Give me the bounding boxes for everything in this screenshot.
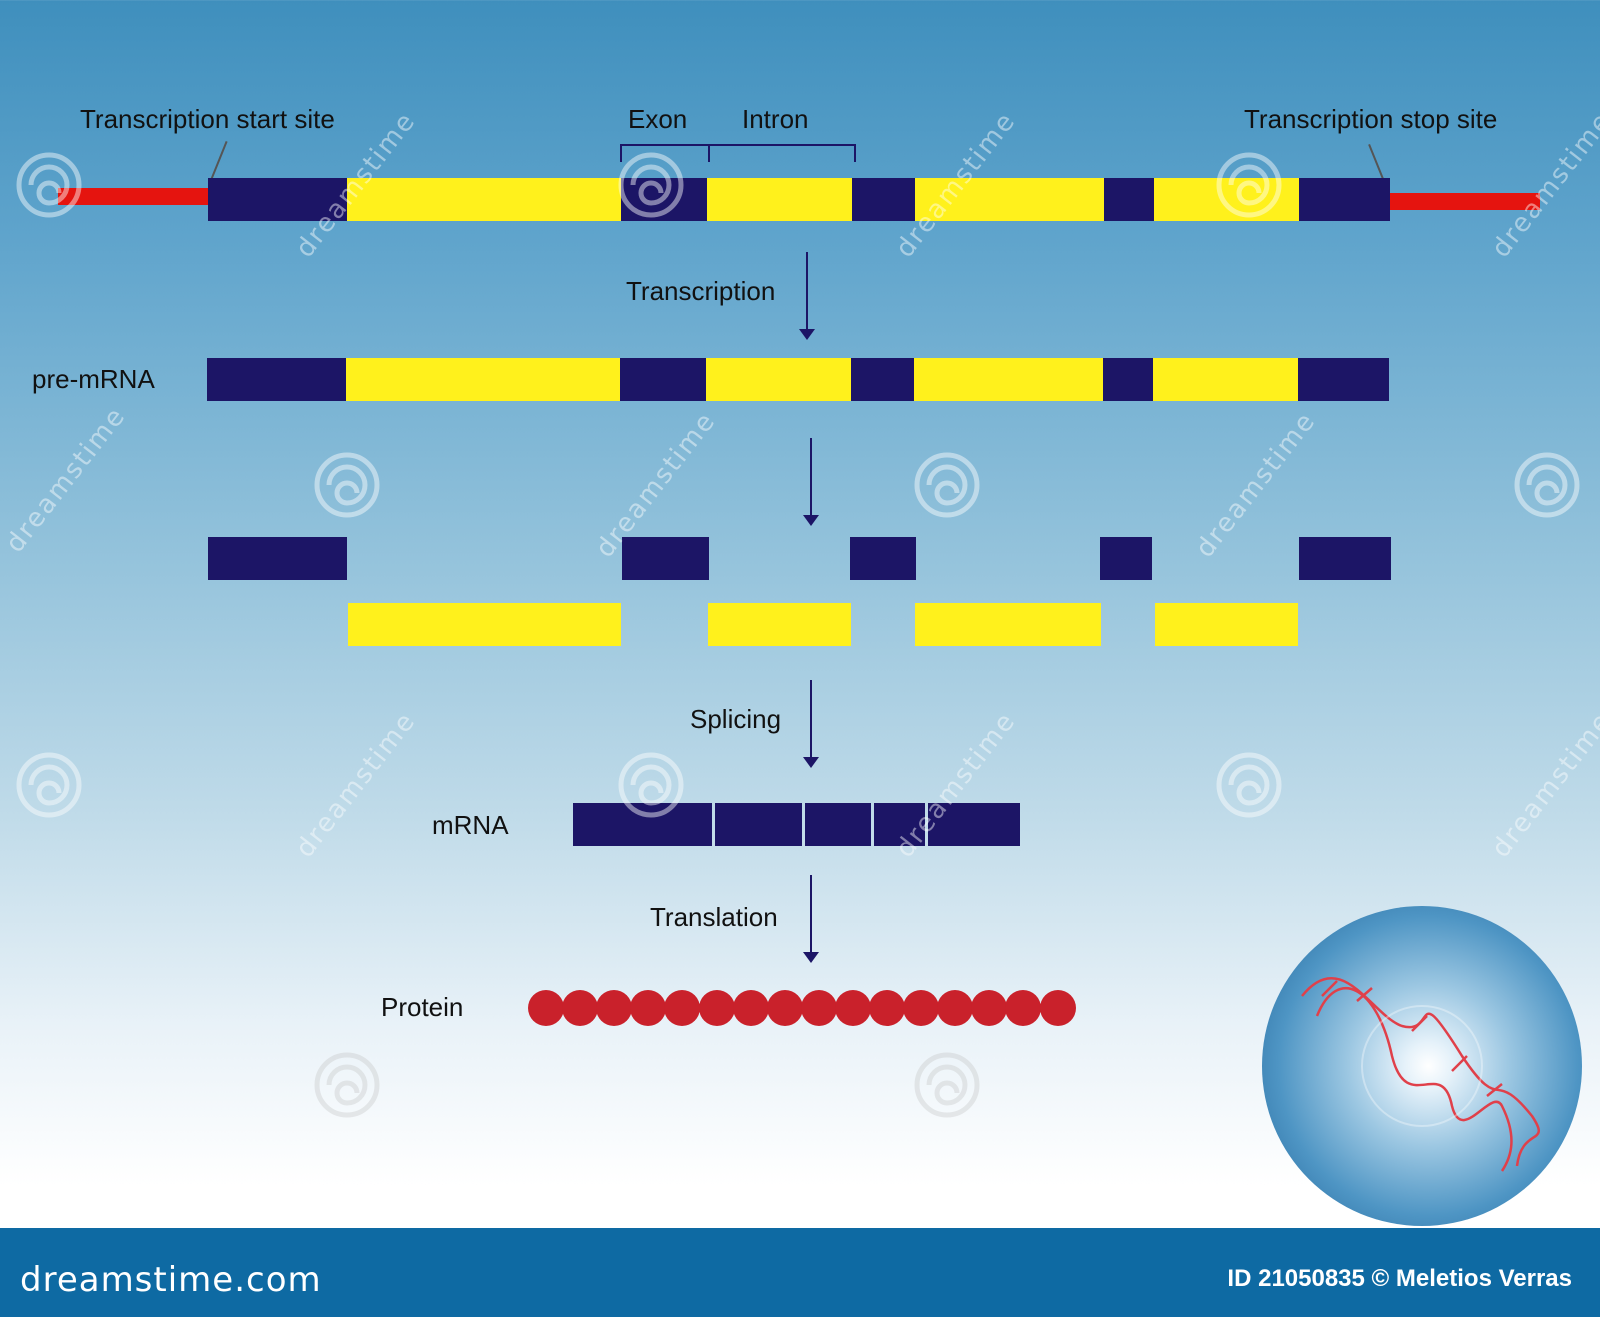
pre-mrna-intron-4 bbox=[1153, 358, 1298, 401]
exon-1 bbox=[208, 178, 347, 221]
dna-sphere bbox=[1262, 906, 1582, 1226]
mrna-exon-4 bbox=[874, 803, 925, 846]
intron-3 bbox=[915, 178, 1104, 221]
intron-2 bbox=[707, 178, 852, 221]
flank-5prime bbox=[58, 188, 208, 205]
pre-mrna-exon-5 bbox=[1298, 358, 1389, 401]
mrna-exon-3 bbox=[805, 803, 871, 846]
amino-acid-bead bbox=[664, 990, 701, 1026]
amino-acid-bead bbox=[834, 990, 871, 1026]
amino-acid-bead bbox=[528, 990, 564, 1026]
exon-3 bbox=[852, 178, 915, 221]
amino-acid-bead bbox=[596, 990, 633, 1026]
intron-4 bbox=[1154, 178, 1299, 221]
splicing-arrow bbox=[803, 680, 819, 768]
footer-bar: dreamstime.com ID 21050835 © Meletios Ve… bbox=[0, 1228, 1600, 1317]
watermark-swirl-icon bbox=[16, 152, 82, 218]
intron-label: Intron bbox=[742, 104, 809, 134]
watermark-text: dreamstime bbox=[290, 706, 423, 864]
pre-mrna-intron-3 bbox=[914, 358, 1103, 401]
transcription-stop-site-label: Transcription stop site bbox=[1244, 104, 1498, 134]
start-site-leader bbox=[210, 141, 228, 181]
watermark-swirl-icon bbox=[618, 152, 684, 218]
flank-3prime bbox=[1390, 193, 1540, 210]
watermark-swirl-icon bbox=[1216, 152, 1282, 218]
split-intron-4 bbox=[1155, 603, 1298, 646]
pre-mrna-exon-4 bbox=[1103, 358, 1153, 401]
amino-acid-bead bbox=[1005, 990, 1042, 1026]
amino-acid-bead bbox=[698, 990, 735, 1026]
intron-1 bbox=[347, 178, 621, 221]
watermark-swirl-icon bbox=[1216, 752, 1282, 818]
pre-mrna-intron-2 bbox=[706, 358, 851, 401]
amino-acid-bead bbox=[766, 990, 803, 1026]
pre-mrna-exon-3 bbox=[851, 358, 914, 401]
amino-acid-bead bbox=[1039, 990, 1076, 1026]
watermark-swirl-icon bbox=[914, 1052, 980, 1118]
watermark-swirl-icon bbox=[618, 752, 684, 818]
exon-label: Exon bbox=[628, 104, 688, 134]
watermark-swirl-icon bbox=[16, 752, 82, 818]
mrna-exon-5 bbox=[928, 803, 1020, 846]
intron-bracket bbox=[708, 144, 856, 162]
watermark-text: dreamstime bbox=[1486, 706, 1600, 864]
mrna-exon-1 bbox=[573, 803, 712, 846]
pre-mrna-label: pre-mRNA bbox=[32, 364, 155, 394]
split-intron-3 bbox=[915, 603, 1101, 646]
mrna-exon-2 bbox=[715, 803, 802, 846]
splicing-label: Splicing bbox=[690, 704, 782, 734]
amino-acid-bead bbox=[800, 990, 837, 1026]
amino-acid-bead bbox=[562, 990, 599, 1026]
watermark-text: dreamstime bbox=[0, 401, 133, 559]
mrna-label: mRNA bbox=[432, 810, 509, 840]
split-exon-5 bbox=[1299, 537, 1391, 580]
amino-acid-bead bbox=[732, 990, 769, 1026]
split-exon-3 bbox=[850, 537, 916, 580]
exon-2 bbox=[621, 178, 707, 221]
watermark-swirl-icon bbox=[314, 1052, 380, 1118]
split-exon-4 bbox=[1100, 537, 1152, 580]
amino-acid-bead bbox=[937, 990, 974, 1026]
split-intron-2 bbox=[708, 603, 851, 646]
transcription-start-site-label: Transcription start site bbox=[80, 104, 335, 134]
protein-label: Protein bbox=[381, 992, 464, 1022]
cleavage-arrow bbox=[803, 438, 819, 526]
watermark-swirl-icon bbox=[314, 452, 380, 518]
transcription-label: Transcription bbox=[626, 276, 776, 306]
footer-id: ID 21050835 © Meletios Verras bbox=[1227, 1265, 1572, 1292]
watermark-swirl-icon bbox=[1514, 452, 1580, 518]
amino-acid-bead bbox=[903, 990, 940, 1026]
amino-acid-bead bbox=[630, 990, 667, 1026]
split-exon-2 bbox=[622, 537, 709, 580]
translation-label: Translation bbox=[650, 902, 778, 932]
footer-brand: dreamstime.com bbox=[20, 1260, 322, 1300]
dna-helix-icon bbox=[1301, 977, 1540, 1172]
pre-mrna-exon-2 bbox=[620, 358, 706, 401]
pre-mrna-intron-1 bbox=[346, 358, 620, 401]
pre-mrna-exon-1 bbox=[207, 358, 346, 401]
exon-4 bbox=[1104, 178, 1154, 221]
transcription-arrow bbox=[799, 252, 815, 340]
translation-arrow bbox=[803, 875, 819, 963]
watermark-text: dreamstime bbox=[1486, 106, 1600, 264]
watermark-swirl-icon bbox=[914, 452, 980, 518]
split-exon-1 bbox=[208, 537, 347, 580]
amino-acid-bead bbox=[869, 990, 905, 1026]
split-intron-1 bbox=[348, 603, 621, 646]
amino-acid-bead bbox=[971, 990, 1008, 1026]
exon-5 bbox=[1299, 178, 1390, 221]
